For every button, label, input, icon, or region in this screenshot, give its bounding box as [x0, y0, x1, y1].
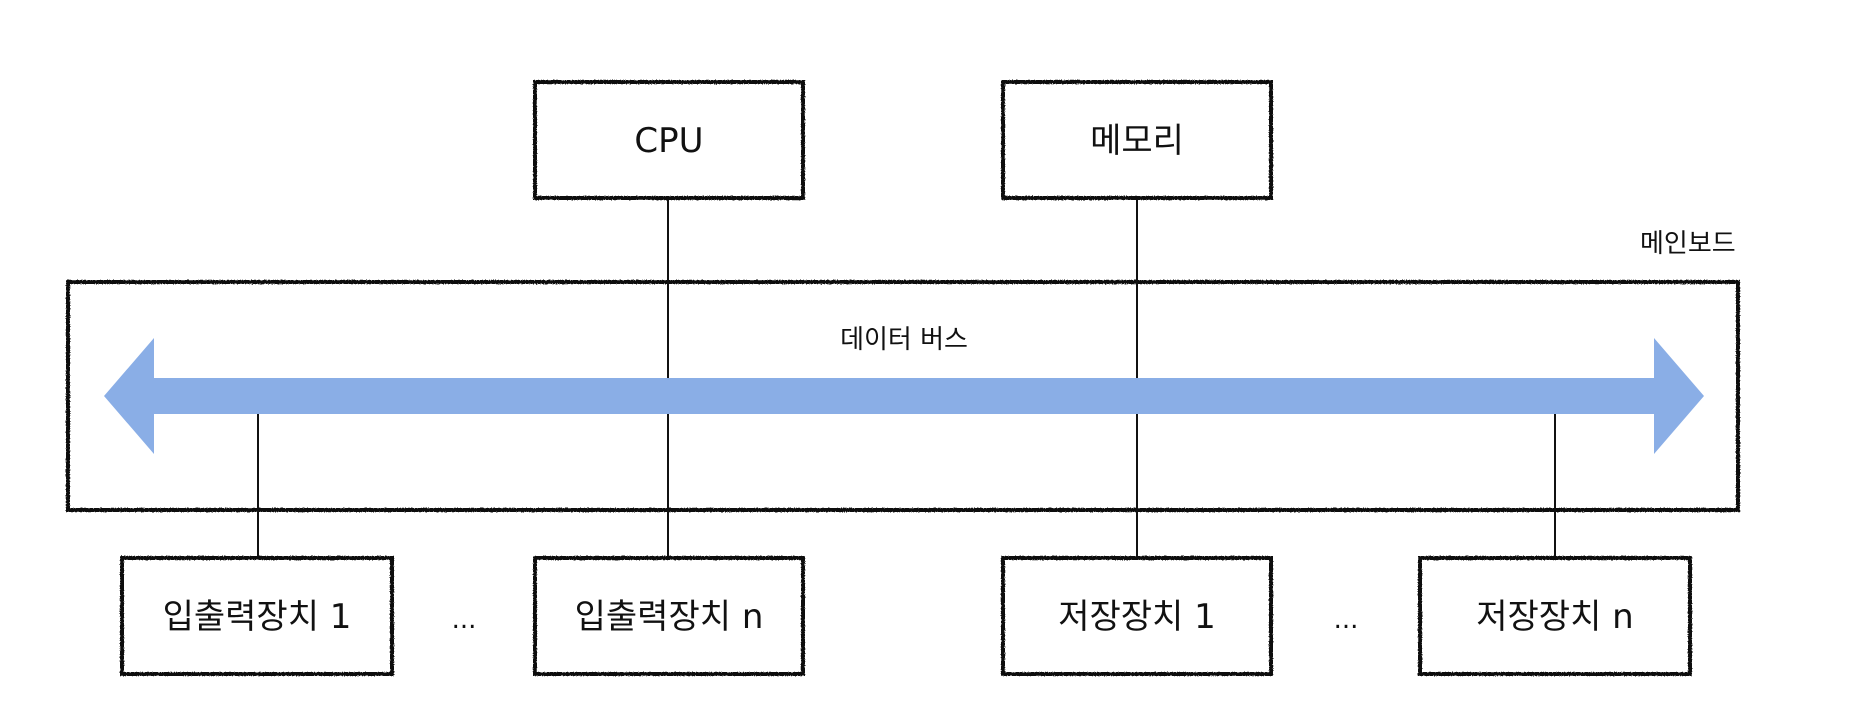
storage-device-1-box — [1001, 556, 1273, 676]
mainboard-label: 메인보드 — [1640, 229, 1736, 259]
io-device-1-node: 입출력장치 1 — [120, 556, 394, 676]
io-ellipsis: ... — [452, 605, 477, 635]
cpu-box — [533, 80, 805, 200]
storage-device-n-box — [1418, 556, 1692, 676]
io-device-1-label: 입출력장치 1 — [163, 597, 352, 637]
cpu-node: CPU — [533, 80, 805, 200]
memory-node: 메모리 — [1001, 80, 1273, 200]
data-bus-label: 데이터 버스 — [840, 325, 968, 355]
io-device-n-box — [533, 556, 805, 676]
storage-device-n-label: 저장장치 n — [1476, 597, 1633, 637]
memory-box — [1001, 80, 1273, 200]
storage-ellipsis: ... — [1334, 605, 1359, 635]
storage-device-1-label: 저장장치 1 — [1058, 597, 1216, 637]
memory-label: 메모리 — [1090, 121, 1184, 161]
storage-device-1-node: 저장장치 1 — [1001, 556, 1273, 676]
io-device-n-label: 입출력장치 n — [575, 597, 764, 637]
cpu-label: CPU — [634, 121, 703, 161]
storage-device-n-node: 저장장치 n — [1418, 556, 1692, 676]
io-device-1-box — [120, 556, 394, 676]
data-bus-arrow — [104, 338, 1704, 454]
mainboard-frame — [66, 280, 1740, 512]
io-device-n-node: 입출력장치 n — [533, 556, 805, 676]
